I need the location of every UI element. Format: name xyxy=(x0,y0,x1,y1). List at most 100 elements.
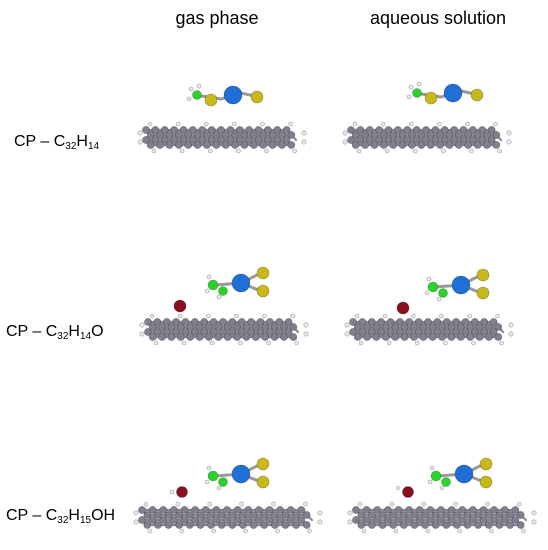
carbon-atom xyxy=(170,126,179,134)
carbon-atom xyxy=(466,323,475,331)
nitrogen-atom xyxy=(451,275,471,295)
carbon-atom xyxy=(198,136,207,144)
carbon-atom xyxy=(212,516,221,524)
carbon-atom xyxy=(372,323,381,331)
carbon-atom xyxy=(478,136,487,144)
sulfur-atom xyxy=(424,91,438,105)
carbon-atom xyxy=(365,126,374,134)
molecule-panel-gas-row3 xyxy=(133,457,323,534)
carbon-atom xyxy=(146,141,155,149)
hydrogen-atom xyxy=(209,340,215,346)
carbon-atom xyxy=(176,323,185,331)
carbon-atom xyxy=(195,323,204,331)
carbon-atom xyxy=(237,328,246,336)
carbon-atom xyxy=(414,328,423,336)
molecule-panel-aqueous-row2 xyxy=(344,268,514,346)
nitrogen-atom xyxy=(231,273,251,293)
carbon-atom xyxy=(415,516,424,524)
hydrogen-atom xyxy=(243,528,248,534)
hydrogen-atom xyxy=(408,121,414,127)
hydrogen-atom xyxy=(427,479,433,485)
carbon-atom xyxy=(240,141,249,149)
carbon-atom xyxy=(458,506,467,514)
nitrogen-atom xyxy=(223,85,243,105)
carbon-atom xyxy=(280,333,288,341)
carbon-atom xyxy=(454,131,463,139)
carbon-atom xyxy=(200,318,209,326)
carbon-atom xyxy=(394,506,403,514)
carbon-atom xyxy=(483,131,491,139)
carbon-atom xyxy=(421,511,429,519)
carbon-atom xyxy=(353,323,362,331)
carbon-atom xyxy=(431,511,440,519)
carbon-atom xyxy=(363,333,371,341)
carbon-atom xyxy=(454,141,463,149)
hydrogen-atom xyxy=(382,313,388,319)
carbon-atom xyxy=(148,516,157,524)
carbon-atom xyxy=(191,516,200,524)
carbon-atom xyxy=(302,521,311,529)
hydrogen-atom xyxy=(301,139,307,145)
hydrogen-atom xyxy=(260,121,265,127)
carbon-atom xyxy=(422,126,430,134)
hydrogen-atom xyxy=(495,313,500,319)
carbon-atom xyxy=(453,521,461,529)
hydrogen-atom xyxy=(179,528,185,534)
hydrogen-atom xyxy=(207,501,213,507)
carbon-atom xyxy=(393,126,402,134)
carbon-atom xyxy=(363,323,371,331)
carbon-atom xyxy=(389,511,398,519)
carbon-atom xyxy=(410,323,418,331)
carbon-atom xyxy=(408,141,416,149)
oxygen-atom xyxy=(396,301,410,315)
hydrogen-atom xyxy=(429,465,435,471)
carbon-atom xyxy=(263,136,272,144)
carbon-atom xyxy=(185,521,194,529)
carbon-atom xyxy=(138,516,146,524)
carbon-atom xyxy=(176,333,185,341)
hydrogen-atom xyxy=(508,322,514,328)
hydrogen-atom xyxy=(175,121,181,127)
carbon-atom xyxy=(302,511,311,519)
carbon-atom xyxy=(389,521,398,529)
hydrogen-atom xyxy=(439,485,445,491)
carbon-atom xyxy=(247,318,256,326)
carbon-atom xyxy=(463,511,472,519)
carbon-atom xyxy=(468,506,477,514)
carbon-atom xyxy=(447,323,456,331)
hydrogen-atom xyxy=(216,294,222,300)
carbon-atom xyxy=(356,126,365,134)
hydrogen-atom xyxy=(406,94,412,100)
carbon-atom xyxy=(151,136,160,144)
carbon-atom xyxy=(217,126,225,134)
carbon-atom xyxy=(452,318,461,326)
carbon-atom xyxy=(148,506,157,514)
carbon-atom xyxy=(207,511,215,519)
carbon-atom xyxy=(386,328,395,336)
carbon-atom xyxy=(179,126,188,134)
carbon-atom xyxy=(370,131,379,139)
carbon-atom xyxy=(162,328,171,336)
carbon-atom xyxy=(461,318,470,326)
molecule-panel-gas-row2 xyxy=(139,266,309,346)
carbon-atom xyxy=(389,131,398,139)
carbon-atom xyxy=(458,516,467,524)
carbon-atom xyxy=(223,506,231,514)
carbon-atom xyxy=(422,136,430,144)
carbon-atom xyxy=(256,318,265,326)
carbon-atom xyxy=(186,333,195,341)
hydrogen-atom xyxy=(521,528,526,534)
carbon-atom xyxy=(357,511,366,519)
carbon-atom xyxy=(367,318,376,326)
carbon-atom xyxy=(245,136,254,144)
carbon-atom xyxy=(442,328,451,336)
hydrogen-atom xyxy=(137,139,143,145)
carbon-atom xyxy=(381,323,390,331)
carbon-atom xyxy=(244,516,253,524)
carbon-atom xyxy=(403,126,412,134)
carbon-atom xyxy=(249,141,258,149)
carbon-atom xyxy=(362,516,371,524)
carbon-atom xyxy=(172,328,181,336)
carbon-atom xyxy=(209,328,218,336)
carbon-atom xyxy=(165,141,174,149)
